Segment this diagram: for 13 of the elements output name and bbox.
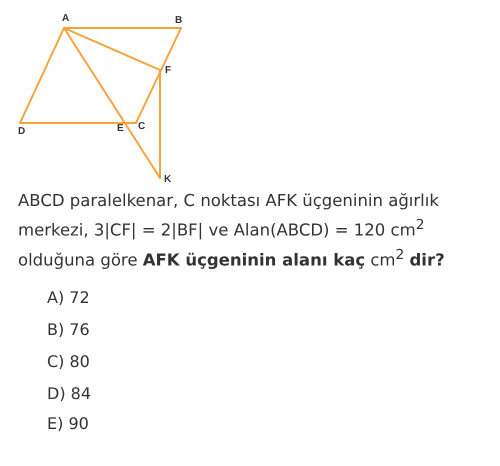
answer-option: E) 90 bbox=[47, 414, 89, 434]
question-text: ABCD paralelkenar, C noktası AFK üçgeninin ağırlık merkezi, 3|CF| = 2|BF| ve Alan(ABCD) = 120 cm$^{2}$ olduğuna göre AFK üçgeninin alanı kaç cm$^{2}$ dir? bbox=[18, 190, 446, 272]
answer-option: B) 76 bbox=[47, 320, 90, 340]
answer-option: D) 84 bbox=[47, 384, 92, 404]
answer-option: C) 80 bbox=[47, 352, 90, 372]
point-label: E bbox=[117, 124, 124, 134]
answer-option: A) 72 bbox=[47, 288, 90, 308]
point-label: C bbox=[138, 122, 146, 132]
point-label: B bbox=[175, 16, 182, 26]
point-label: F bbox=[165, 66, 172, 76]
point-label: A bbox=[62, 14, 70, 24]
point-label: D bbox=[18, 127, 26, 137]
point-label: K bbox=[164, 175, 172, 185]
